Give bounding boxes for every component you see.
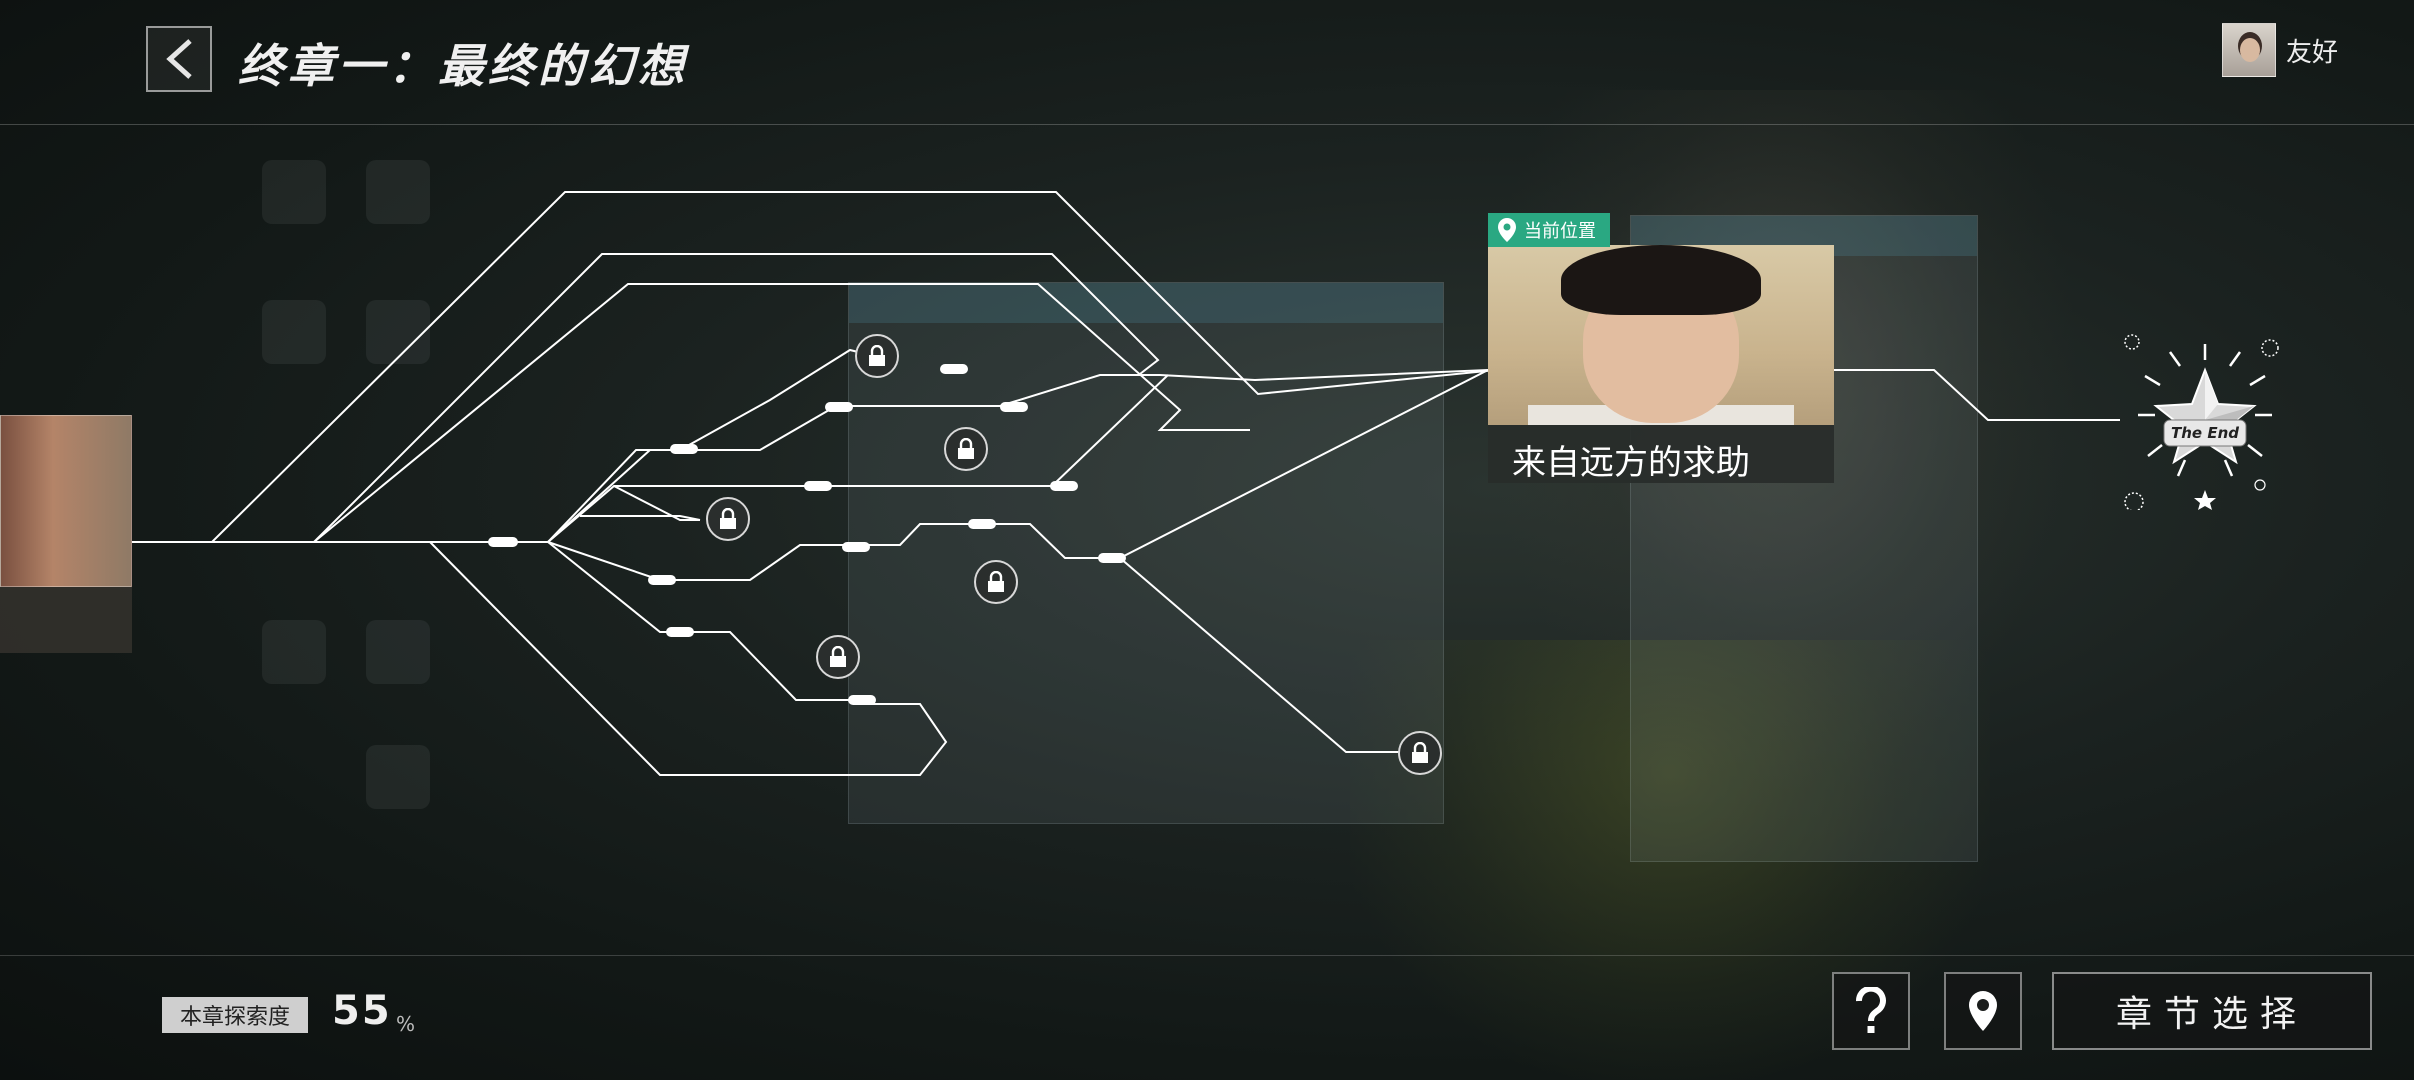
page-title: 终章一：最终的幻想	[238, 39, 688, 93]
exploration-label: 本章探索度	[162, 997, 309, 1033]
background-desktop-icon	[262, 160, 326, 224]
locked-node[interactable]	[1398, 731, 1442, 775]
background-desktop-icon	[366, 620, 430, 684]
relationship-label: 友好	[2286, 37, 2339, 68]
lock-icon	[958, 438, 974, 459]
node-title: 来自远方的求助	[1488, 425, 1834, 483]
current-location-label: 当前位置	[1524, 221, 1596, 242]
header-divider	[0, 124, 2414, 125]
background-desktop-icon	[366, 300, 430, 364]
current-story-node[interactable]: 当前位置 来自远方的求助	[1488, 213, 1834, 483]
locked-node[interactable]	[706, 497, 750, 541]
previous-node-caption	[0, 587, 132, 653]
avatar	[2222, 23, 2276, 77]
locked-node[interactable]	[816, 635, 860, 679]
locked-node[interactable]	[974, 560, 1018, 604]
lock-icon	[1412, 742, 1428, 763]
lock-icon	[988, 571, 1004, 592]
background-desktop-icon	[366, 160, 430, 224]
exploration-value: 55	[332, 988, 392, 1034]
ending-label: The End	[2171, 424, 2239, 442]
back-button[interactable]	[146, 26, 212, 92]
location-pin-icon	[1969, 991, 1997, 1031]
relationship-status[interactable]: 友好	[2222, 22, 2354, 78]
footer-divider	[0, 955, 2414, 956]
background-desktop-icon	[262, 620, 326, 684]
help-button[interactable]	[1832, 972, 1910, 1050]
ending-node[interactable]: The End	[2120, 330, 2290, 512]
chevron-left-icon	[166, 39, 192, 79]
background-chat-window	[848, 282, 1444, 824]
previous-node-thumbnail[interactable]	[0, 415, 132, 587]
current-location-badge: 当前位置	[1488, 213, 1610, 247]
star-badge-icon	[2124, 334, 2279, 512]
location-pin-icon	[1498, 218, 1516, 242]
exploration-unit: %	[396, 1012, 416, 1036]
chapter-select-button[interactable]: 章节选择	[2052, 972, 2372, 1050]
locate-button[interactable]	[1944, 972, 2022, 1050]
locked-node[interactable]	[855, 334, 899, 378]
locked-node[interactable]	[944, 427, 988, 471]
lock-icon	[869, 345, 885, 366]
lock-icon	[830, 646, 846, 667]
question-mark-icon	[1855, 987, 1886, 1033]
background-desktop-icon	[366, 745, 430, 809]
lock-icon	[720, 508, 736, 529]
background-desktop-icon	[262, 300, 326, 364]
node-thumbnail	[1488, 245, 1834, 425]
